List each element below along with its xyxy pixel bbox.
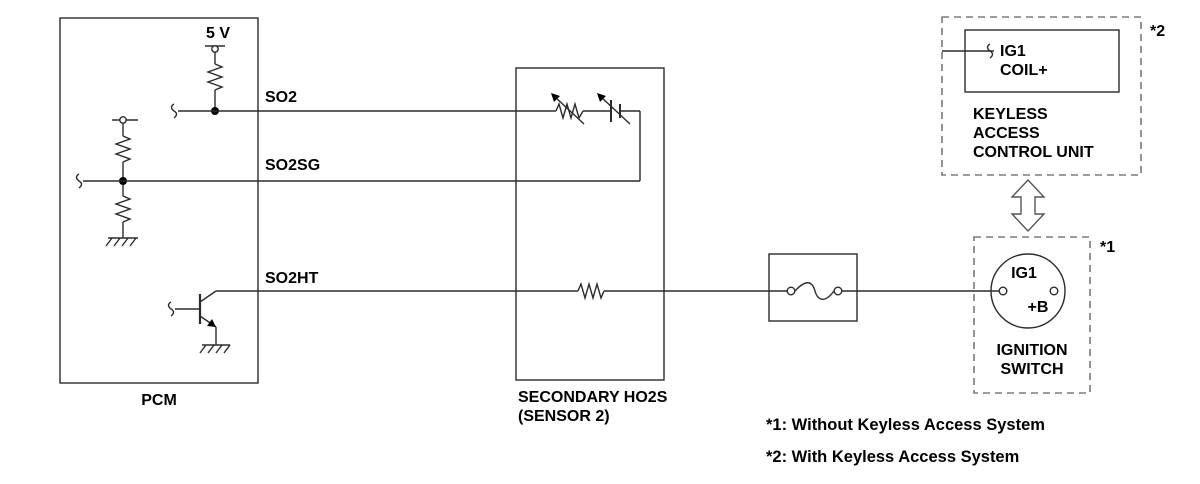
so2sg-label: SO2SG xyxy=(265,157,320,174)
pcm-box xyxy=(59,17,259,384)
double-arrow-icon xyxy=(1010,178,1046,233)
footnote-1: *1: Without Keyless Access System xyxy=(766,416,1045,434)
ignition-b-label: +B xyxy=(1028,299,1049,316)
ig1-terminal xyxy=(998,286,1008,296)
heater-resistor-icon xyxy=(577,281,605,301)
keyless-terminal-line2: COIL+ xyxy=(1000,62,1048,79)
keyless-label-line3: CONTROL UNIT xyxy=(973,144,1094,161)
ignition-switch-marker: *1 xyxy=(1100,239,1115,256)
ignition-switch-dashed-box xyxy=(973,236,1091,394)
pullup-resistor-icon xyxy=(205,63,225,91)
pcm-label: PCM xyxy=(141,392,177,409)
keyless-terminal-box xyxy=(964,29,1120,93)
ignition-switch-body xyxy=(990,253,1066,329)
sensor-box xyxy=(515,67,665,381)
divider-upper-resistor-icon xyxy=(113,135,133,163)
b-terminal xyxy=(1049,286,1059,296)
ignition-switch-label-line2: SWITCH xyxy=(1000,361,1063,378)
connector-icon xyxy=(170,103,178,119)
keyless-unit-marker: *2 xyxy=(1150,23,1165,40)
ground-icon xyxy=(199,344,231,354)
footnote-2: *2: With Keyless Access System xyxy=(766,448,1019,466)
so2-label: SO2 xyxy=(265,89,297,106)
ignition-switch-label-line1: IGNITION xyxy=(996,342,1067,359)
sensor-cell-icon xyxy=(597,93,631,125)
keyless-terminal-line1: IG1 xyxy=(1000,43,1026,60)
transistor-icon xyxy=(167,290,217,345)
keyless-label-line1: KEYLESS xyxy=(973,106,1048,123)
variable-resistor-icon xyxy=(551,93,585,125)
ignition-ig1-label: IG1 xyxy=(1011,265,1037,282)
fuse-box xyxy=(768,253,858,322)
connector-icon xyxy=(75,173,83,189)
sensor-label-line1: SECONDARY HO2S xyxy=(518,389,668,406)
supply-voltage-label: 5 V xyxy=(206,25,230,42)
divider-terminal xyxy=(119,116,127,124)
ground-icon xyxy=(105,237,138,247)
sensor-label-line2: (SENSOR 2) xyxy=(518,408,610,425)
fuse-icon xyxy=(786,282,843,300)
so2ht-label: SO2HT xyxy=(265,270,319,287)
supply-terminal xyxy=(211,45,219,53)
divider-lower-resistor-icon xyxy=(113,195,133,223)
keyless-label-line2: ACCESS xyxy=(973,125,1040,142)
keyless-unit-dashed-box xyxy=(941,16,1142,176)
